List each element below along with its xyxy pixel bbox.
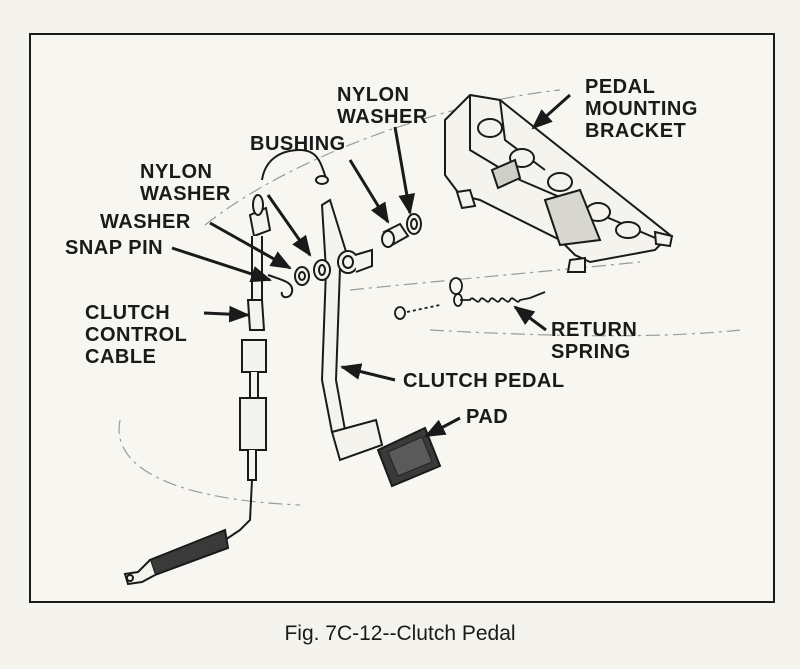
label-nylon-washer-top: NYLON WASHER: [337, 84, 428, 128]
label-clutch-pedal: CLUTCH PEDAL: [403, 370, 565, 392]
label-clutch-control-cable: CLUTCH CONTROL CABLE: [85, 302, 187, 368]
label-bushing: BUSHING: [250, 133, 346, 155]
label-line: NYLON: [140, 161, 213, 183]
bushing-part: [381, 222, 410, 248]
pedal-mounting-bracket: [444, 93, 674, 273]
label-pad: PAD: [466, 406, 509, 428]
label-line: NYLON: [337, 84, 410, 106]
label-line: BRACKET: [585, 120, 687, 142]
clutch-control-cable-part: [123, 148, 329, 586]
label-pedal-mounting-bracket: PEDAL MOUNTING BRACKET: [585, 76, 698, 142]
label-line: MOUNTING: [585, 98, 698, 120]
label-washer: WASHER: [100, 211, 191, 233]
label-line: WASHER: [337, 106, 428, 128]
label-snap-pin: SNAP PIN: [65, 237, 164, 259]
label-line: CLUTCH: [85, 302, 171, 324]
label-line: CABLE: [85, 346, 157, 368]
snap-pin-part: [267, 274, 294, 299]
guide-curves: [118, 89, 741, 506]
label-return-spring: RETURN SPRING: [551, 319, 637, 363]
washer-parts: [294, 259, 331, 286]
leader-arrows: [171, 93, 571, 438]
label-line: SPRING: [551, 341, 631, 363]
label-line: WASHER: [140, 183, 231, 205]
figure-caption: Fig. 7C-12--Clutch Pedal: [284, 622, 516, 645]
label-line: RETURN: [551, 319, 638, 341]
pad-part: [376, 426, 442, 488]
clutch-pedal-part: [320, 198, 384, 462]
return-spring-part: [394, 277, 546, 320]
label-line: PEDAL: [585, 76, 656, 98]
label-nylon-washer-left: NYLON WASHER: [140, 161, 231, 205]
label-line: CONTROL: [85, 324, 188, 346]
nylon-washer-right-part: [406, 213, 422, 235]
